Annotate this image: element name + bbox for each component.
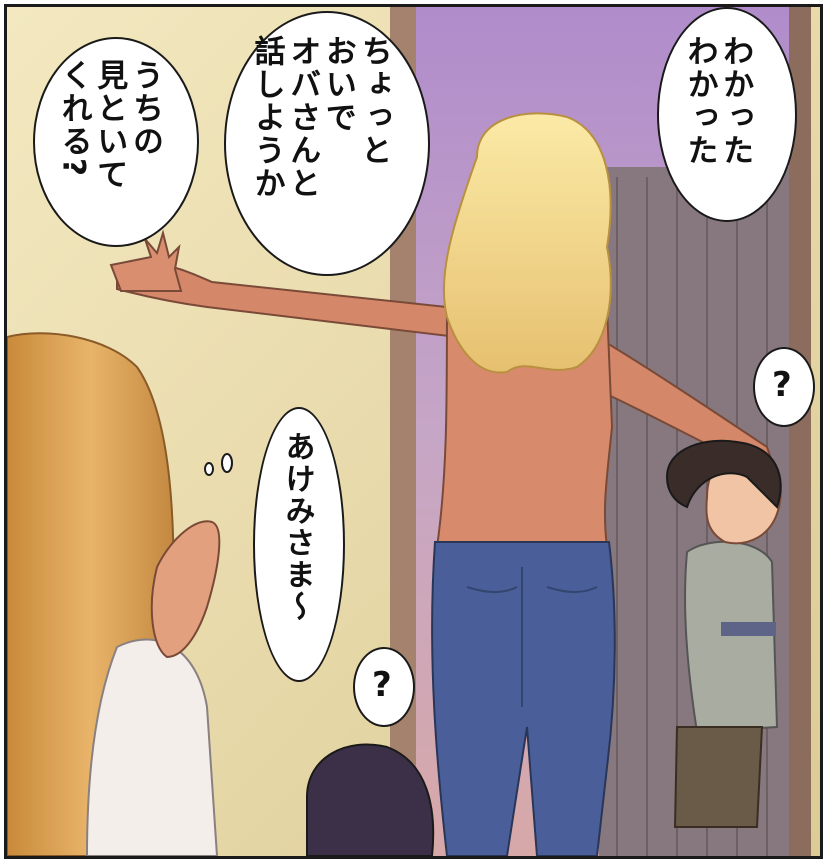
speech-bubble-left: うちの見といてくれる? xyxy=(33,37,199,247)
speech-text-right: わかったわかった xyxy=(681,35,754,167)
clasped-hands xyxy=(150,520,221,659)
speech-text-middle: ちょっとおいでオバさんと話しようか xyxy=(248,35,392,200)
thought-text: あけみさま〜 xyxy=(279,431,315,623)
speech-bubble-right: わかったわかった xyxy=(657,7,797,222)
speech-bubble-middle: ちょっとおいでオバさんと話しようか xyxy=(224,11,430,276)
thought-dot-large xyxy=(221,453,233,473)
question-mark-right: ? xyxy=(772,365,792,405)
thought-bubble: あけみさま〜 xyxy=(253,407,345,682)
comic-panel: うちの見といてくれる? ちょっとおいでオバさんと話しようか わかったわかった あ… xyxy=(4,4,823,859)
door-frame-right xyxy=(789,7,811,856)
question-mark-bottom: ? xyxy=(372,665,392,705)
question-bubble-boy-bottom: ? xyxy=(353,647,415,727)
blonde-hair xyxy=(442,112,612,374)
question-bubble-boy-right: ? xyxy=(753,347,815,427)
jeans-seams xyxy=(466,567,598,707)
hoodie-stripe xyxy=(721,622,776,636)
boy-bottom-hair xyxy=(306,743,435,856)
hand-left xyxy=(109,229,183,292)
woman-jeans xyxy=(431,541,616,856)
boy-hoodie xyxy=(684,540,779,734)
boy-hair xyxy=(665,439,782,509)
thought-dot-small xyxy=(204,462,214,476)
speech-text-left: うちの見といてくれる? xyxy=(55,59,163,191)
boy-shorts xyxy=(673,726,764,828)
